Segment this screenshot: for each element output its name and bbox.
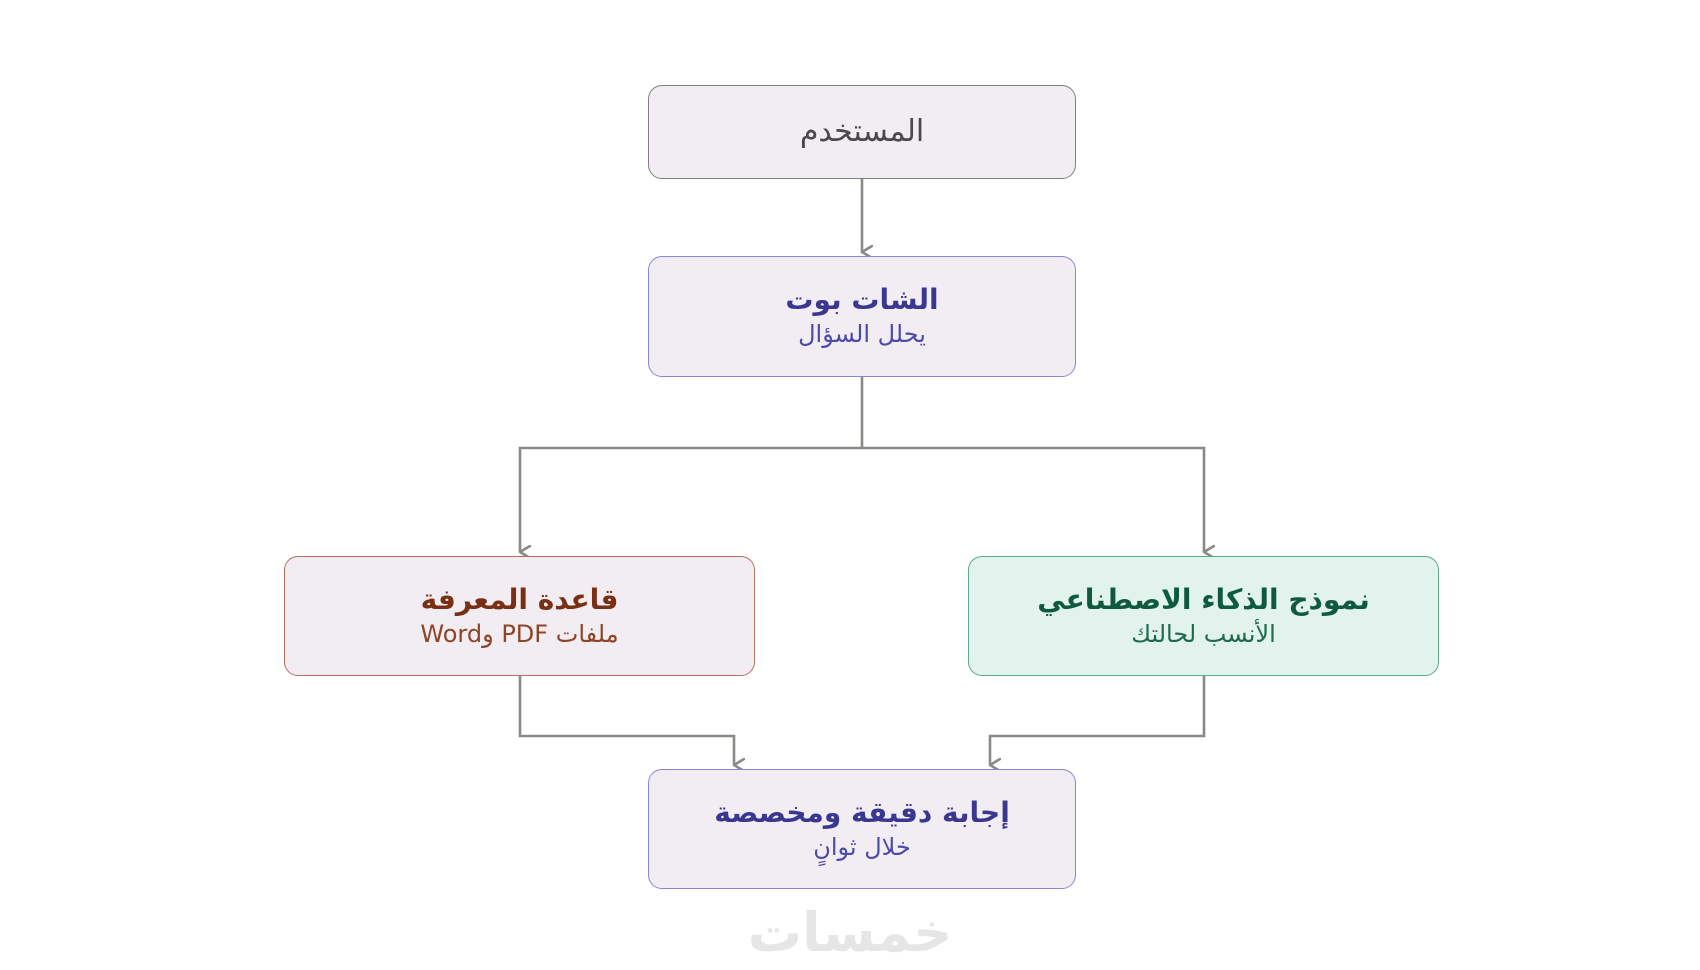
node-chatbot-title: الشات بوت xyxy=(785,283,939,317)
node-user: المستخدم xyxy=(648,85,1076,179)
watermark-logo: خمسات xyxy=(747,903,953,963)
edge-knowledge-base-to-answer xyxy=(518,676,734,765)
node-chatbot: الشات بوت يحلل السؤال xyxy=(648,256,1076,377)
node-knowledge-base: قاعدة المعرفة ملفات PDF وWord xyxy=(284,556,755,676)
node-knowledge-base-subtitle: ملفات PDF وWord xyxy=(420,619,619,648)
node-answer-subtitle: خلال ثوانٍ xyxy=(813,832,911,861)
node-ai-model-subtitle: الأنسب لحالتك xyxy=(1131,619,1276,648)
edge-bot-to-knowledge-base xyxy=(518,377,864,552)
node-knowledge-base-title: قاعدة المعرفة xyxy=(420,582,619,616)
node-user-title: المستخدم xyxy=(799,114,925,150)
node-answer-title: إجابة دقيقة ومخصصة xyxy=(714,795,1010,829)
edge-bot-to-ai-model xyxy=(862,446,1204,552)
node-ai-model-title: نموذج الذكاء الاصطناعي xyxy=(1037,582,1370,616)
node-ai-model: نموذج الذكاء الاصطناعي الأنسب لحالتك xyxy=(968,556,1439,676)
node-chatbot-subtitle: يحلل السؤال xyxy=(798,320,926,349)
node-answer: إجابة دقيقة ومخصصة خلال ثوانٍ xyxy=(648,769,1076,889)
edge-ai-model-to-answer xyxy=(988,676,1206,765)
